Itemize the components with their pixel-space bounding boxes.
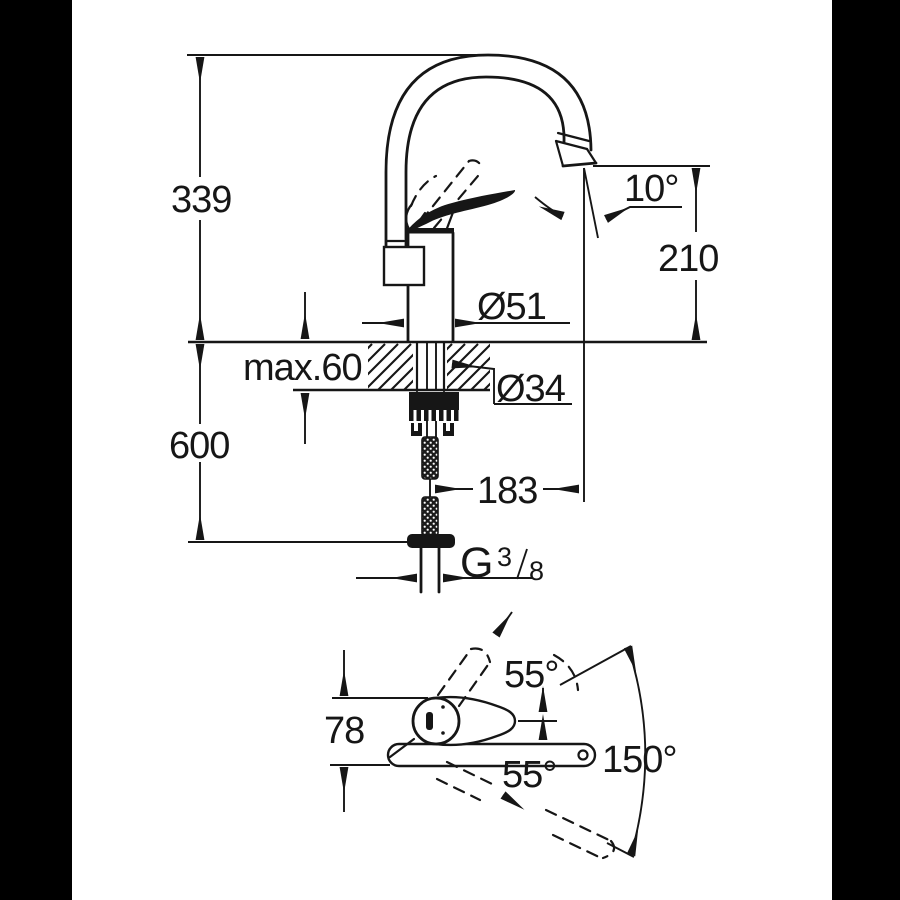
dim-max60: max.60 [243,292,363,444]
counter-hatch [368,343,490,389]
spout-plan-end-circle [577,749,589,761]
handle-raised-dashed [409,159,485,230]
hose-end-fitting [407,534,455,548]
dim-34-label: Ø34 [496,368,566,410]
mounting-nut [409,392,459,437]
threaded-shank [415,341,446,393]
tilted-outlet-line [583,167,599,239]
rotation-arrow [534,196,565,221]
thread-denominator: 8 [529,556,543,586]
dim-55-up: 55° [504,653,580,740]
faucet-side-view [382,53,598,594]
left-letterbox-bar [0,0,72,900]
swivel-radius-top [559,645,632,686]
supply-hose [407,436,455,594]
dim-210: 210 [658,168,719,340]
spout-inner-arc [404,75,566,248]
swivel-arc [623,645,647,857]
dim-78: 78 [324,650,365,812]
dim-51-label: Ø51 [477,286,546,328]
dim-max60-label: max.60 [243,347,362,389]
dim-339-label: 339 [171,179,231,221]
lever-dashed-down [435,760,616,860]
dim-55-up-label: 55° [504,654,558,696]
lever-plan-paddle [435,695,517,747]
faucet-plan-view: 78 55° [324,611,678,860]
dim-78-label: 78 [324,710,364,752]
dim-10deg: 10° [534,167,682,239]
body-wedge-line [388,737,416,759]
spout-aerator [554,131,598,168]
thread-fraction-slash [516,548,528,580]
handle-base-line [407,228,454,234]
spout-plan-outline [386,742,597,768]
spout-outer-arc [384,53,593,248]
dim-55-down-label: 55° [502,754,556,796]
dim-150-label: 150° [602,739,677,781]
handle-lever [406,190,516,233]
thread-g-label: G [460,539,492,587]
dim-diameter-51: Ø51 [362,286,570,328]
dim-183: 183 [435,470,579,512]
dim-183-label: 183 [477,470,537,512]
dim-10deg-label: 10° [624,168,678,210]
dim-150-swivel: 150° [559,645,678,858]
dim-diameter-34: Ø34 [451,359,572,410]
body-column [382,231,455,343]
lever-pivot-mark [426,712,433,730]
lever-plan-pivot [411,696,461,746]
dim-600: 600 [169,344,230,540]
dim-339: 339 [171,57,232,340]
body-side-box [382,245,426,287]
dim-600-label: 600 [169,425,229,467]
reference-lines [187,54,710,543]
swivel-radius-bottom [606,842,635,858]
right-letterbox-bar [832,0,900,900]
lever-dashed-up [436,611,513,708]
thread-numerator: 3 [497,542,511,572]
dim-210-label: 210 [658,238,718,280]
dim-thread-g38: G 3 8 [356,539,544,587]
